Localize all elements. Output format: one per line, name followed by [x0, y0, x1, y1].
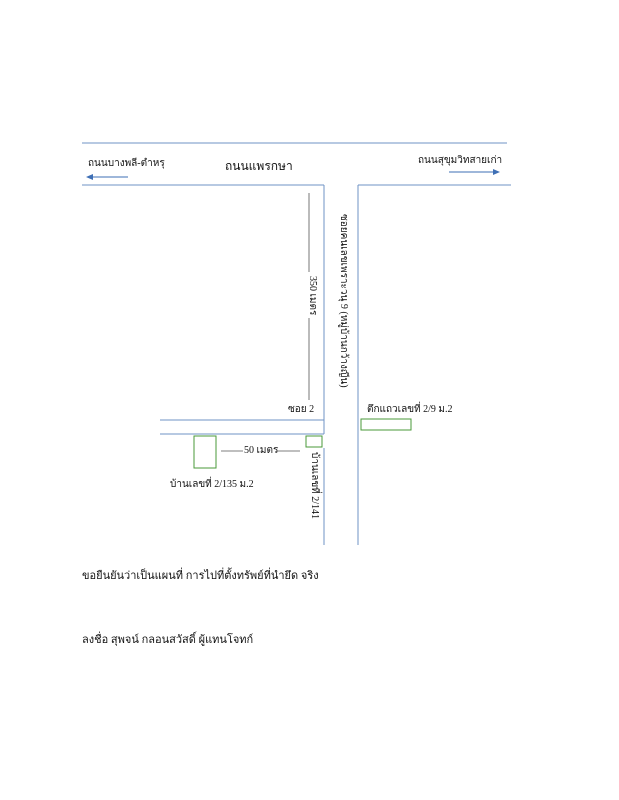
house-2-135-box [193, 435, 217, 469]
right-direction-label: ถนนสุขุมวิทสายเก่า [418, 155, 503, 166]
shophouse-box [360, 418, 412, 431]
distance-50-label: 50 เมตร [244, 445, 279, 456]
house-2-135-label: บ้านเลขที่ 2/135 ม.2 [170, 479, 254, 490]
main-road-label: ถนนแพรกษา [225, 159, 293, 173]
certification-note: ขอยืนยันว่าเป็นแผนที่ การไปที่ตั้งทรัพย์… [82, 570, 319, 582]
house-2-141-box [305, 435, 323, 448]
left-direction-label: ถนนบางพลี-ตำหรุ [88, 158, 165, 169]
soi-main-label: ซอยคนเลขเพราะวนุ 9 (หมู่บ้านกว้างญีน) [338, 214, 349, 388]
shophouse-label: ตึกแถวเลขที่ 2/9 ม.2 [367, 404, 453, 415]
right-arrow-head [493, 169, 500, 175]
distance-350-label: 350 เมตร [307, 276, 318, 316]
soi-2-label: ซอย 2 [288, 404, 315, 415]
left-arrow-head [86, 174, 93, 180]
signature-note: ลงชื่อ สุพจน์ กลอนสวัสดิ์ ผู้แทนโจทก์ [82, 634, 254, 646]
house-2-141-label: บ้านเลขที่ 2/141 [309, 452, 320, 520]
